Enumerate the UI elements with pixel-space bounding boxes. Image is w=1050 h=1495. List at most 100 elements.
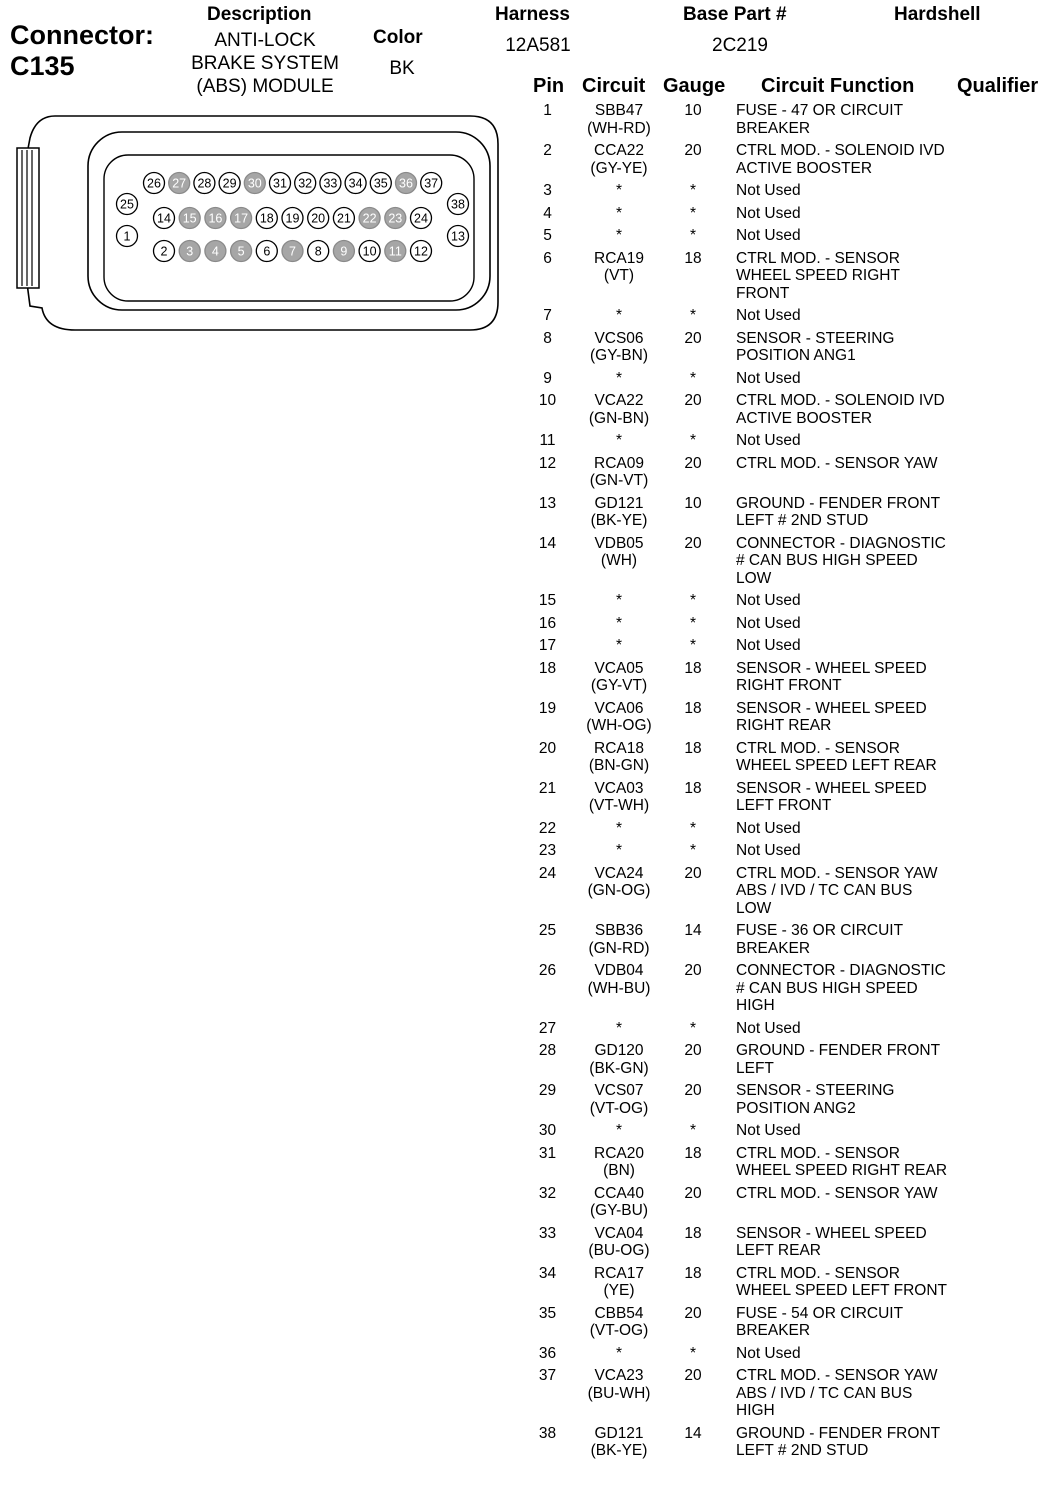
connector-pin: 8 [307, 239, 330, 263]
circuit-line: * [615, 369, 623, 387]
circuit-function-cell: Not Used [736, 205, 958, 223]
circuit-function-line: CONNECTOR - DIAGNOSTIC [736, 534, 946, 552]
connector-pin: 7 [281, 239, 304, 263]
connector-pin-label: 25 [120, 198, 134, 212]
circuit-line: * [615, 204, 623, 222]
pin-number: 22 [538, 819, 557, 837]
circuit-function-line: # CAN BUS HIGH SPEED [736, 552, 918, 569]
gauge-cell: 18 [684, 1264, 702, 1282]
connector-pin: 23 [384, 206, 407, 230]
circuit-cell: VCA03(VT-WH) [579, 780, 659, 815]
circuit-cell: RCA19(VT) [579, 250, 659, 303]
gauge-cell: 10 [684, 494, 702, 512]
connector-pin-label: 37 [424, 177, 438, 191]
circuit-function-line: WHEEL SPEED LEFT REAR [736, 757, 937, 774]
gauge-cell: 20 [684, 534, 702, 552]
connector-pin: 4 [204, 239, 227, 263]
column-header-qualifier: Qualifier [957, 75, 1039, 97]
circuit-function-line: SENSOR - WHEEL SPEED [736, 659, 927, 677]
connector-pin: 34 [344, 171, 367, 195]
connector-pin-label: 8 [315, 245, 322, 259]
connector-pin-label: 12 [414, 245, 428, 259]
circuit-cell: * [579, 227, 659, 245]
gauge-cell: * [689, 432, 697, 449]
connector-pin-circle [281, 206, 304, 230]
circuit-function-line: SENSOR - STEERING [736, 329, 895, 347]
pin-number: 13 [538, 494, 557, 512]
circuit-function-line: CTRL MOD. - SENSOR [736, 739, 900, 757]
pin-number: 36 [538, 1344, 557, 1362]
circuit-cell: VCA06(WH-OG) [579, 700, 659, 735]
circuit-function-line: Not Used [736, 842, 801, 859]
pin-number: 33 [538, 1224, 557, 1242]
connector-pin-circle [409, 239, 433, 263]
table-row: 17**Not Used [520, 637, 1045, 660]
circuit-function-line: BREAKER [736, 119, 811, 137]
gauge-cell: 20 [684, 329, 702, 347]
gauge-cell: * [689, 227, 697, 244]
circuit-cell: * [579, 592, 659, 610]
harness-value: 12A581 [505, 35, 571, 56]
connector-pin-label: 14 [157, 212, 171, 226]
connector-pin-circle [152, 206, 176, 230]
circuit-function-line: CTRL MOD. - SOLENOID IVD [736, 142, 945, 159]
circuit-line: CBB54 [594, 1304, 644, 1322]
circuit-function-line: GROUND - FENDER FRONT [736, 1424, 941, 1442]
description-line: BRAKE SYSTEM [191, 53, 339, 74]
table-row: 11**Not Used [520, 432, 1045, 455]
connector-pin-circle [369, 171, 392, 195]
circuit-cell: VDB05(WH) [579, 535, 659, 588]
connector-pin: 33 [319, 171, 342, 195]
circuit-line: (BU-WH) [587, 1384, 651, 1402]
connector-pin-label: 7 [289, 245, 296, 259]
connector-pin-label: 17 [234, 212, 248, 226]
circuit-cell: GD121(BK-YE) [579, 1425, 659, 1460]
circuit-line: * [615, 592, 623, 609]
circuit-line: (GN-BN) [588, 409, 650, 427]
connector-pin: 25 [115, 192, 139, 216]
circuit-line: (GN-VT) [589, 472, 649, 489]
circuit-function-line: LOW [736, 899, 772, 917]
circuit-function-line: LOW [736, 569, 772, 587]
circuit-function-cell: Not Used [736, 592, 958, 610]
connector-pin: 18 [255, 206, 278, 230]
connector-pin: 1 [115, 224, 139, 248]
connector-pin-circle [178, 239, 201, 263]
circuit-function-line: FRONT [736, 284, 790, 302]
circuit-function-line: ACTIVE BOOSTER [736, 409, 873, 427]
gauge-cell: 18 [684, 739, 702, 757]
connector-pin-circle [358, 239, 381, 263]
connector-pin-circle [409, 206, 433, 230]
pin-number: 32 [538, 1184, 557, 1202]
table-row: 3**Not Used [520, 182, 1045, 205]
column-header-circuit-function: Circuit Function [761, 75, 915, 97]
table-row: 9**Not Used [520, 370, 1045, 393]
connector-pin-label: 38 [451, 198, 465, 212]
circuit-function-line: Not Used [736, 819, 801, 837]
circuit-function-line: ABS / IVD / TC CAN BUS [736, 1384, 913, 1402]
circuit-function-cell: CONNECTOR - DIAGNOSTIC# CAN BUS HIGH SPE… [736, 962, 958, 1015]
pin-number: 11 [539, 432, 556, 449]
circuit-cell: SBB36(GN-RD) [579, 922, 659, 957]
circuit-line: CCA22 [594, 142, 644, 159]
connector-pin-label: 32 [298, 177, 312, 191]
column-header-circuit: Circuit [582, 75, 646, 97]
circuit-function-cell: Not Used [736, 307, 958, 325]
circuit-function-cell: Not Used [736, 637, 958, 655]
connector-pin-label: 2 [161, 245, 168, 259]
table-row: 5**Not Used [520, 227, 1045, 250]
pin-number: 28 [538, 1042, 557, 1059]
circuit-function-line: RIGHT REAR [736, 717, 832, 734]
circuit-line: (GY-BU) [590, 1202, 648, 1219]
connector-pin: 26 [142, 171, 166, 195]
circuit-cell: VDB04(WH-BU) [579, 962, 659, 1015]
gauge-cell: * [689, 614, 697, 632]
